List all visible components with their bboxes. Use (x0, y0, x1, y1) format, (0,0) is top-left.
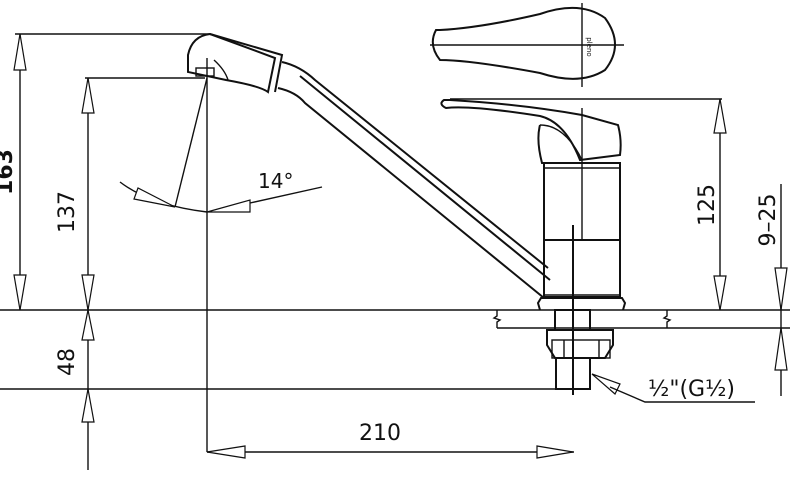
swivel-angle-indicator: 14° (119, 77, 323, 213)
spout-reach-label: 210 (359, 421, 401, 446)
countertop (0, 309, 790, 329)
thread-callout: ½"(G½) (591, 373, 755, 403)
below-counter-label: 48 (55, 348, 80, 376)
spout-height-label: 137 (55, 191, 80, 233)
swivel-angle-label: 14° (258, 169, 293, 193)
mounting-shank (546, 309, 614, 390)
total-height-label: 163 (0, 149, 18, 195)
spout (187, 32, 551, 299)
handle-height-label: 125 (695, 184, 720, 226)
dimension-handle-height: 125 (450, 98, 727, 311)
dimension-spout-height: 137 (55, 77, 205, 311)
thread-label: ½"(G½) (648, 377, 735, 402)
counter-thickness-label: 9–25 (756, 194, 781, 247)
lever-handle (440, 99, 622, 164)
dimension-below-counter: 48 (0, 309, 555, 470)
dimension-counter-thickness: 9–25 (756, 184, 788, 396)
dimension-total-height: 163 (0, 33, 210, 311)
dimension-spout-reach: 210 (206, 421, 574, 459)
handle-top-view: pleno (430, 3, 624, 87)
handle-logo: pleno (585, 37, 593, 56)
